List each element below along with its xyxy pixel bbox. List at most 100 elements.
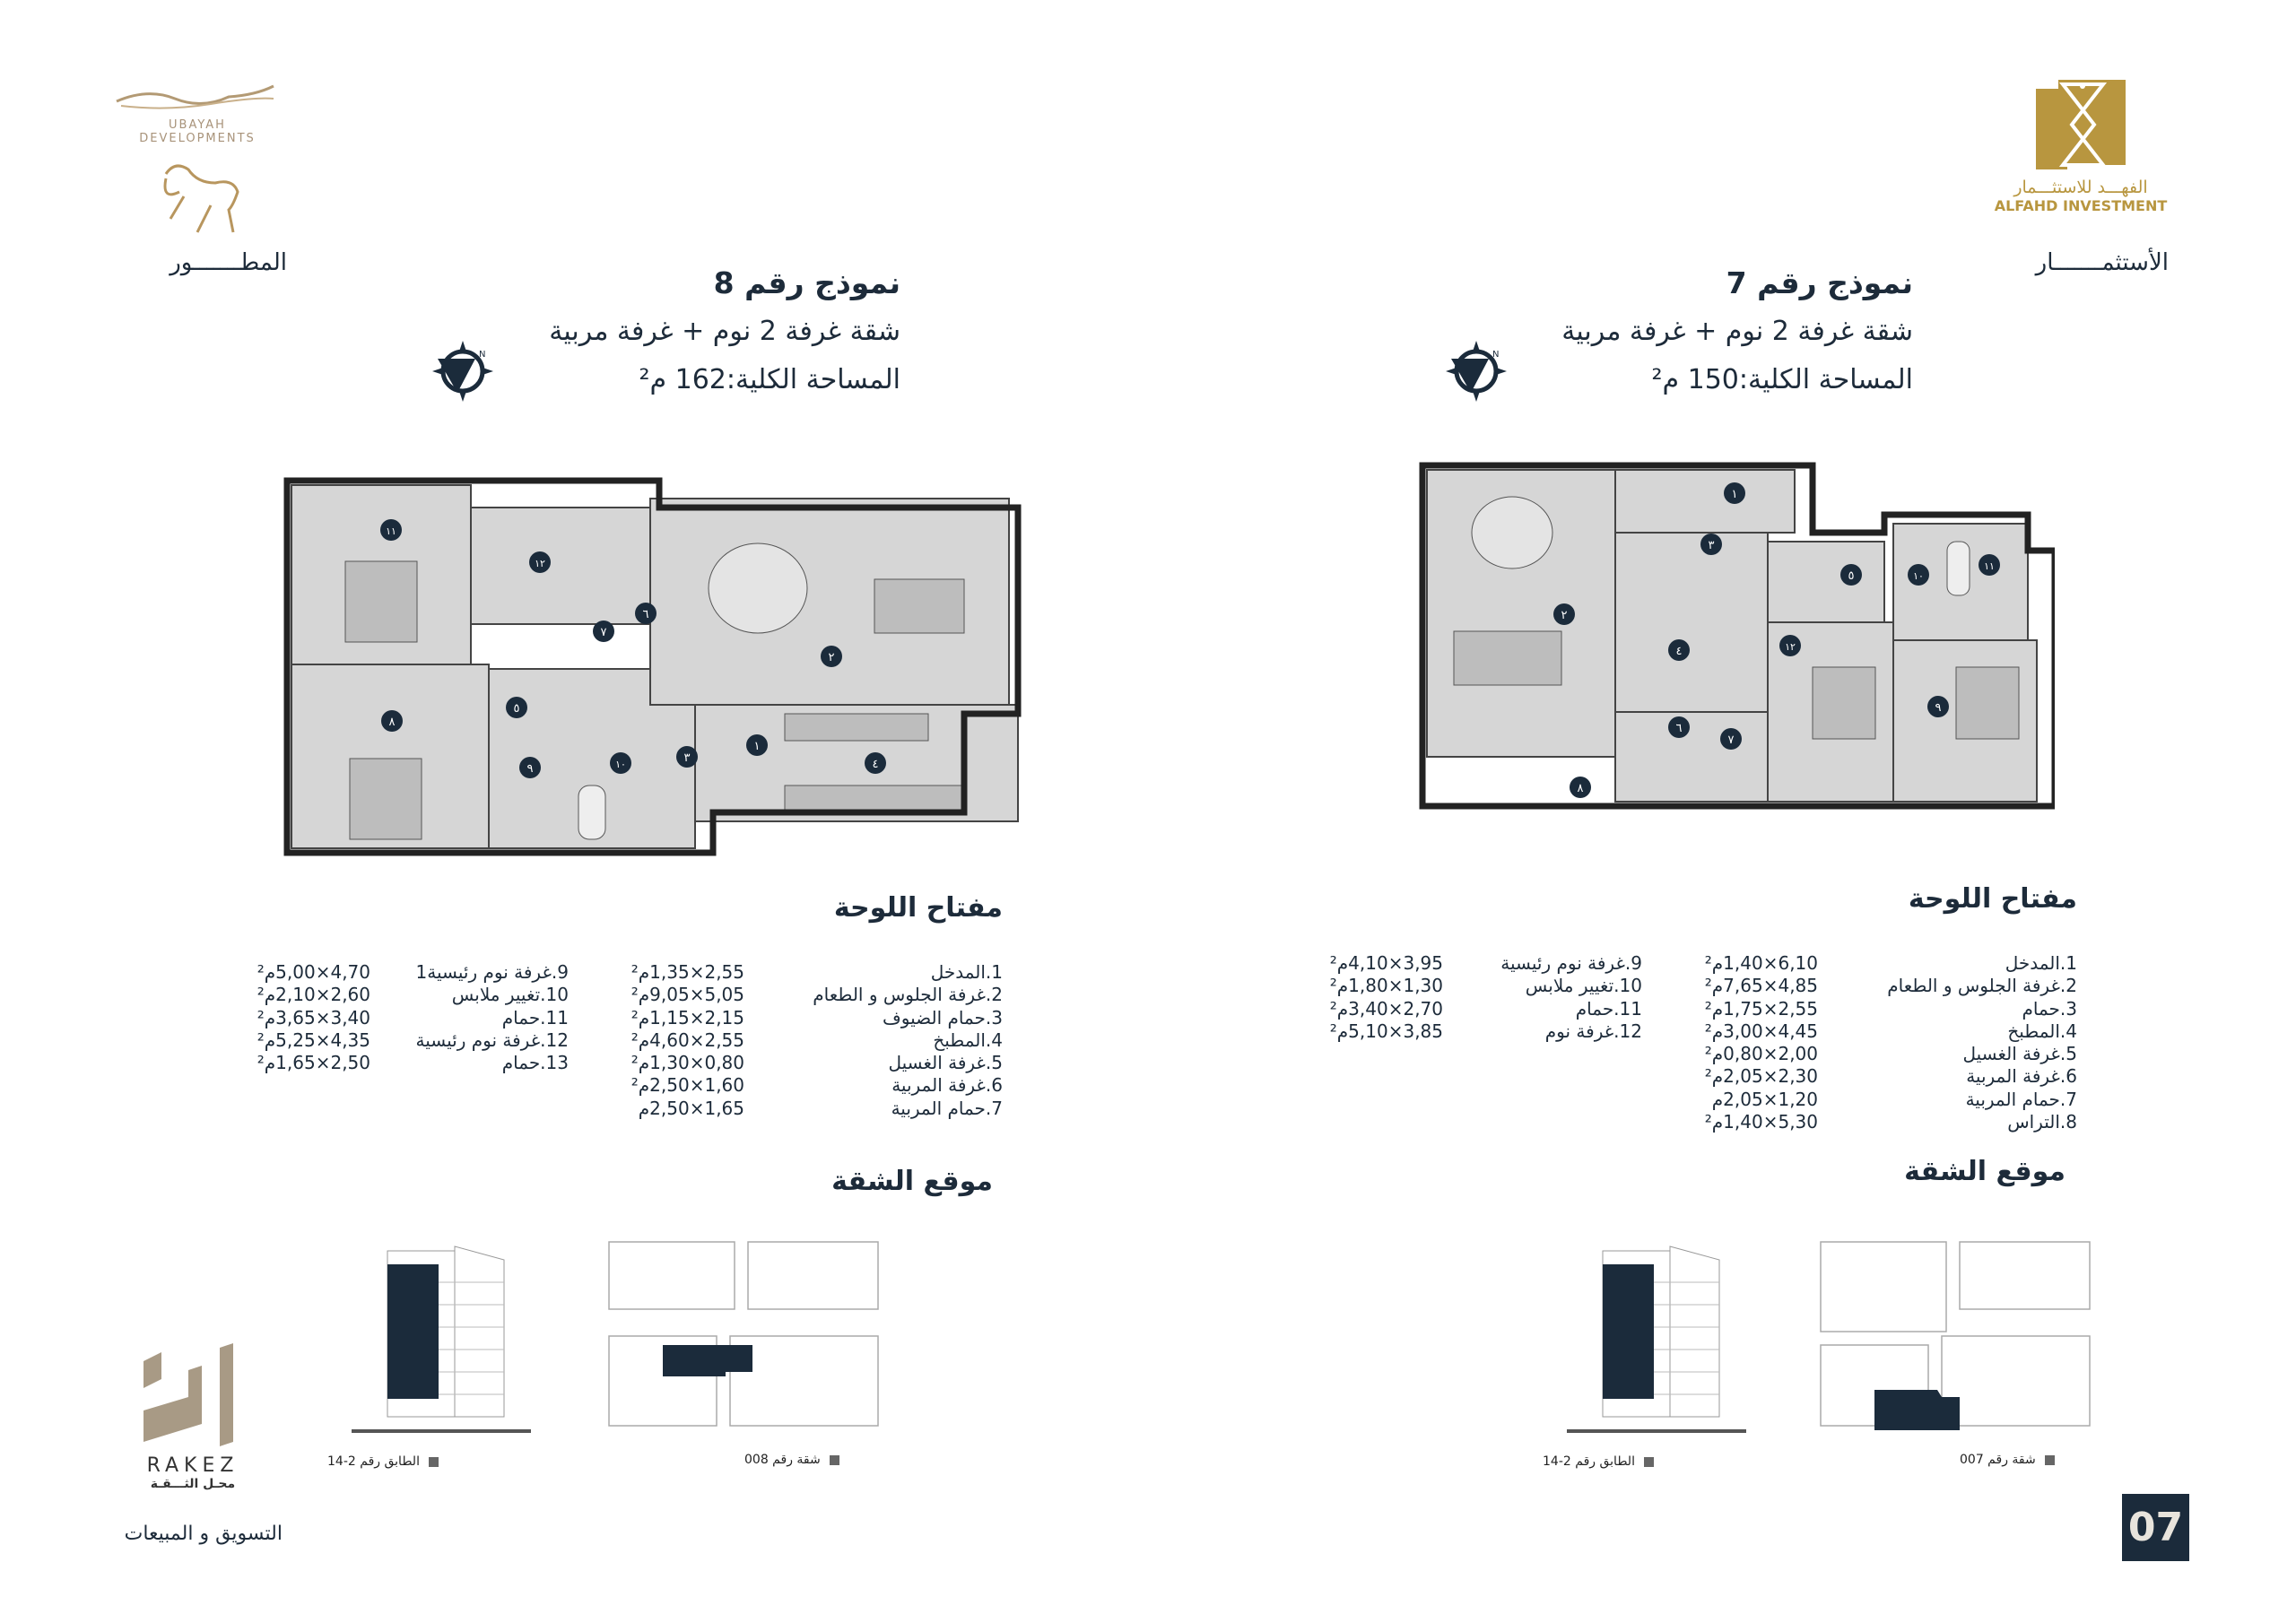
room-marker-12: ١٢ [1779, 635, 1801, 656]
location-title-model-8: موقع الشقة [831, 1166, 993, 1197]
legend-dims: 0,80×1,30م² [631, 1052, 744, 1074]
model-7-title: نموذج رقم 7 [1726, 265, 1913, 300]
page-number: 07 [2122, 1494, 2189, 1561]
tower-elevation-model-8 [352, 1245, 531, 1433]
alfahd-name-ar: الفهـــد للاستثـــمار [2013, 178, 2148, 197]
room-marker-2: ٢ [1553, 603, 1575, 625]
room-marker-5: ٥ [1840, 564, 1862, 586]
svg-text:٨: ٨ [389, 716, 396, 729]
legend-dims: 4,45×3,00م² [1704, 1020, 1818, 1042]
legend-dims: 2,55×4,60م² [631, 1028, 744, 1051]
svg-text:٩: ٩ [527, 762, 534, 776]
legend-square-icon [2044, 1454, 2055, 1465]
legend-dims: 1,65×2,50م [638, 1097, 744, 1119]
svg-text:١٠: ١٠ [1913, 570, 1924, 582]
legend-item: 6.غرفة المربية [891, 1074, 1003, 1097]
room-marker-8: ٨ [1570, 777, 1591, 798]
alfahd-logo: الفهـــد للاستثـــمار ALFAHD INVESTMENT [1991, 75, 2170, 228]
model-7-subtitle: شقة غرفة 2 نوم + غرفة مربية [1561, 316, 1913, 347]
legend-item: 3.حمام [2022, 997, 2078, 1020]
legend-dims: 2,50×1,65م² [257, 1052, 370, 1074]
legend-dims: 2,30×2,05م² [1704, 1065, 1818, 1088]
legend-dims: 1,20×2,05م [1711, 1088, 1818, 1110]
apartment-caption-model-7: شقة رقم 007 [1960, 1453, 2055, 1467]
svg-text:٧: ٧ [601, 626, 607, 639]
legend-item: 2.غرفة الجلوس و الطعام [1887, 975, 2077, 997]
svg-text:٦: ٦ [643, 608, 649, 621]
room-markers: ١ ٢ ٣ ٤ ٥ ٦ ٧ ٨ ٩ ١٠ ١١ ١٢ [1553, 482, 2000, 798]
rakez-tagline: محـل الثـــقـة [150, 1477, 236, 1491]
room-marker-9: ٩ [519, 757, 541, 778]
svg-text:١١: ١١ [386, 525, 396, 537]
legend-item: 9.غرفة نوم رئيسية1 [415, 961, 569, 983]
floor-key-plan-model-7 [1820, 1241, 2091, 1430]
investor-role-label: الأستثمـــــــار [2035, 249, 2169, 276]
legend-item: 8.التراس [2007, 1111, 2077, 1133]
floor-caption-model-7: الطابق رقم 2-14 [1543, 1454, 1654, 1469]
room-marker-10: ١٠ [1908, 564, 1929, 586]
legend-col2-dims: 4,70×5,00م² 2,60×2,10م² 3,40×3,65م² 4,35… [257, 961, 370, 1074]
legend-dims: 6,10×1,40م² [1704, 952, 1818, 974]
svg-text:٩: ٩ [1935, 701, 1942, 715]
svg-text:١٢: ١٢ [1785, 641, 1796, 653]
legend-dims: 2,70×3,40م² [1329, 997, 1443, 1020]
location-title-model-7: موقع الشقة [1904, 1156, 2066, 1187]
floor-plan-model-8: ١ ٢ ٣ ٤ ٥ ٦ ٧ ٨ ٩ ١٠ ١١ ١٢ [283, 477, 1022, 856]
legend-item: 2.غرفة الجلوس و الطعام [813, 984, 1003, 1006]
floor-caption-model-8: الطابق رقم 2-14 [327, 1454, 439, 1469]
legend-item: 1.المدخل [930, 961, 1003, 983]
legend-item: 10.تغيير ملابس [1525, 975, 1642, 997]
room-marker-1: ١ [1724, 482, 1745, 504]
legend-dims: 2,15×1,15م² [631, 1006, 744, 1028]
svg-text:٣: ٣ [1709, 539, 1715, 552]
svg-text:٥: ٥ [514, 702, 520, 716]
room-markers: ١ ٢ ٣ ٤ ٥ ٦ ٧ ٨ ٩ ١٠ ١١ ١٢ [380, 519, 886, 778]
rakez-name: RAKEZ [146, 1454, 239, 1477]
room-marker-1: ١ [746, 734, 768, 756]
floor-number: الطابق رقم 2-14 [1543, 1454, 1635, 1469]
svg-text:٤: ٤ [873, 758, 879, 771]
svg-text:٦: ٦ [1676, 722, 1683, 735]
svg-text:N: N [1492, 350, 1499, 360]
apartment-caption-model-8: شقة رقم 008 [744, 1453, 839, 1467]
legend-item: 12.غرفة نوم [1544, 1020, 1642, 1042]
room-marker-6: ٦ [1668, 716, 1690, 738]
legend-col1-dims: 6,10×1,40م² 4,85×7,65م² 2,55×1,75م² 4,45… [1705, 952, 1818, 1133]
legend-col1-names: 1.المدخل 2.غرفة الجلوس و الطعام 3.حمام ا… [813, 961, 1003, 1120]
horse-icon [163, 164, 239, 233]
model-7-area: المساحة الكلية:150 م² [1651, 364, 1913, 395]
svg-text:٧: ٧ [1728, 733, 1735, 747]
room-marker-7: ٧ [1720, 728, 1742, 750]
legend-item: 5.غرفة الغسيل [888, 1052, 1003, 1074]
legend-dims: 5,30×1,40م² [1704, 1111, 1818, 1133]
room-marker-10: ١٠ [610, 752, 631, 774]
room-marker-11: ١١ [1979, 554, 2000, 576]
ubayah-name: UBAYAH DEVELOPMENTS [139, 118, 256, 145]
legend-dims: 3,85×5,10م² [1329, 1020, 1443, 1042]
legend-dims: 2,00×0,80م² [1704, 1043, 1818, 1065]
svg-text:٢: ٢ [1561, 609, 1568, 622]
north-compass-icon: N [1446, 341, 1507, 402]
legend-item: 7.حمام المربية [1965, 1088, 2077, 1110]
alfahd-name-en: ALFAHD INVESTMENT [1994, 197, 2168, 214]
legend-col2-names: 9.غرفة نوم رئيسية1 10.تغيير ملابس 11.حما… [416, 961, 569, 1074]
legend-dims: 2,55×1,75م² [1704, 997, 1818, 1020]
svg-text:٨: ٨ [1578, 782, 1584, 795]
marketing-sales-label: التسويق و المبيعات [124, 1523, 283, 1545]
legend-item: 13.حمام [501, 1052, 569, 1074]
legend-item: 11.حمام [501, 1006, 569, 1028]
rakez-logo: RAKEZ محـل الثـــقـة [126, 1343, 260, 1491]
alfahd-emblem-icon [2036, 80, 2126, 169]
svg-text:١١: ١١ [1984, 560, 1995, 572]
room-marker-4: ٤ [865, 752, 886, 774]
legend-dims: 1,30×1,80م² [1329, 975, 1443, 997]
room-marker-7: ٧ [593, 621, 614, 642]
legend-col1-dims: 2,55×1,35م² 5,05×9,05م² 2,15×1,15م² 2,55… [631, 961, 744, 1120]
svg-text:١: ١ [754, 740, 761, 753]
floor-key-plan-model-8 [608, 1241, 879, 1427]
legend-square-icon [829, 1454, 839, 1465]
room-marker-9: ٩ [1927, 696, 1949, 717]
room-marker-4: ٤ [1668, 639, 1690, 661]
legend-col2-names: 9.غرفة نوم رئيسية 10.تغيير ملابس 11.حمام… [1500, 952, 1642, 1043]
apartment-number: شقة رقم 007 [1960, 1453, 2036, 1467]
